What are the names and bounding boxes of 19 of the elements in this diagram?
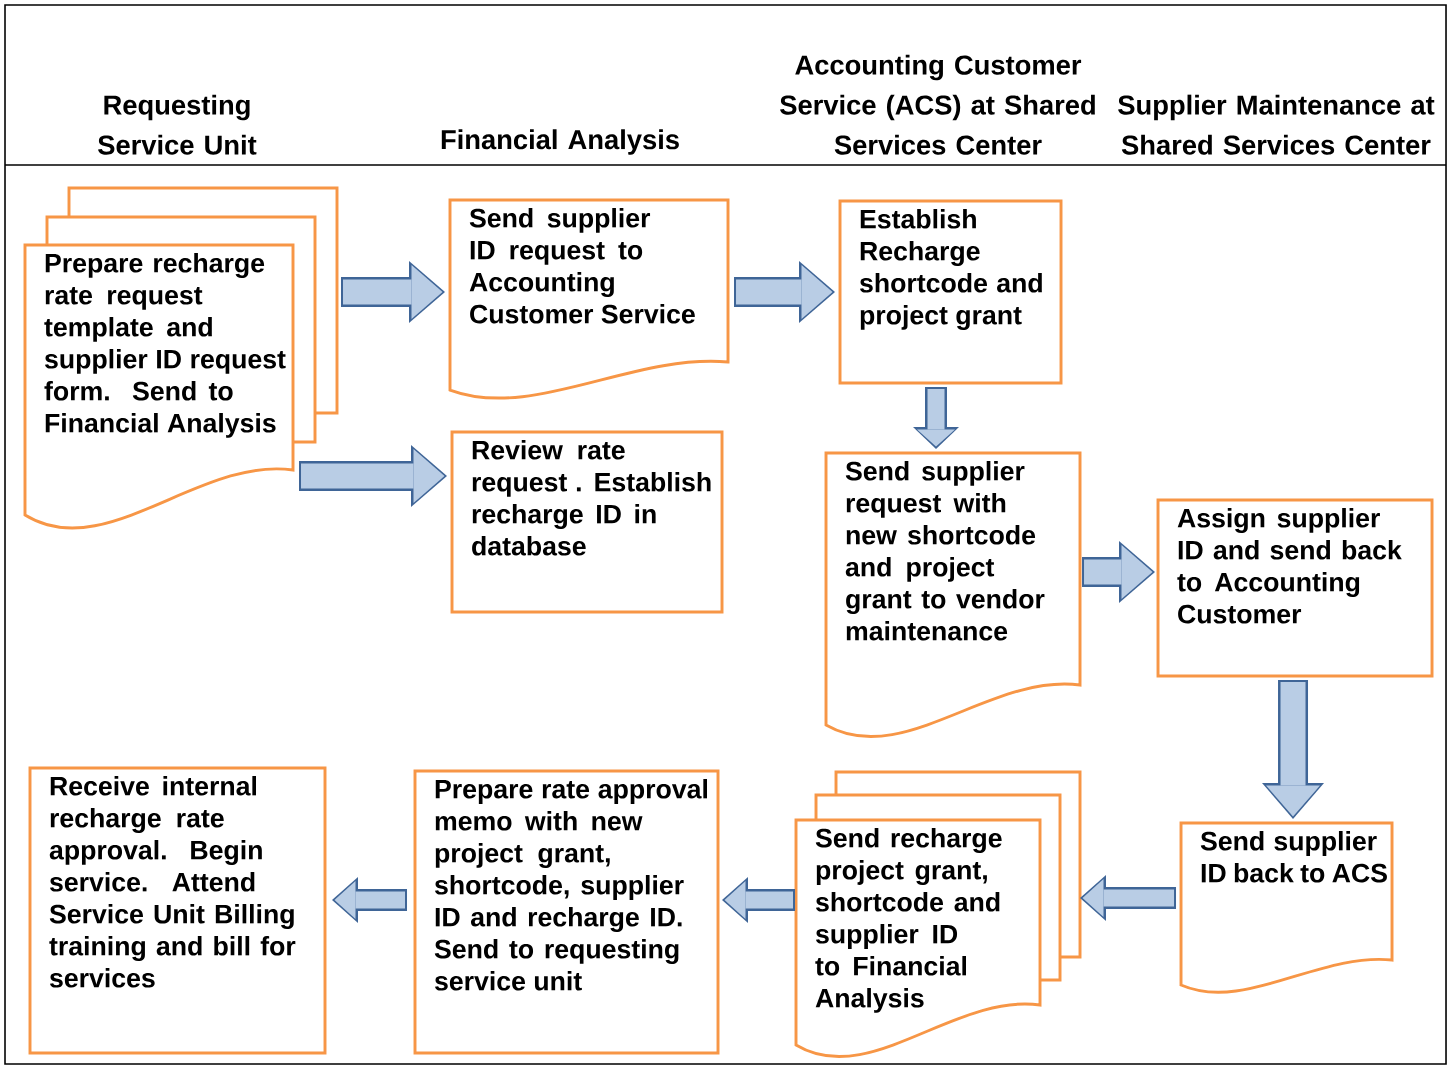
block-arrow xyxy=(1082,541,1155,603)
column-header: Accounting Customer Service (ACS) at Shared Services Center xyxy=(780,54,1095,155)
block-arrow xyxy=(341,261,445,323)
block-arrow xyxy=(722,877,795,923)
node-label: Send recharge project grant, shortcode and supplier ID to Financial Analysis xyxy=(815,828,1002,1013)
process-box: Receive internal recharge rate approval. Begin service. Attend Service Unit Billing training and bill for services xyxy=(28,766,327,1055)
block-arrow xyxy=(299,445,447,507)
block-arrow xyxy=(1080,875,1176,921)
process-box: Review rate request . Establish recharge ID in database xyxy=(450,430,724,614)
column-header: Financial Analysis xyxy=(441,129,679,155)
column-header: Supplier Maintenance at Shared Services Center xyxy=(1118,94,1435,155)
process-box: Prepare rate approval memo with new project grant, shortcode, supplier ID and recharge ID. Send to requesting service unit xyxy=(413,769,720,1055)
block-arrow xyxy=(913,387,959,449)
block-arrow xyxy=(734,261,835,323)
block-arrow xyxy=(332,877,407,923)
process-box: Assign supplier ID and send back to Accounting Customer xyxy=(1156,498,1434,678)
block-arrow xyxy=(1262,680,1324,819)
column-header: Requesting Service Unit xyxy=(98,94,257,155)
process-box: Establish Recharge shortcode and project grant xyxy=(838,199,1063,385)
